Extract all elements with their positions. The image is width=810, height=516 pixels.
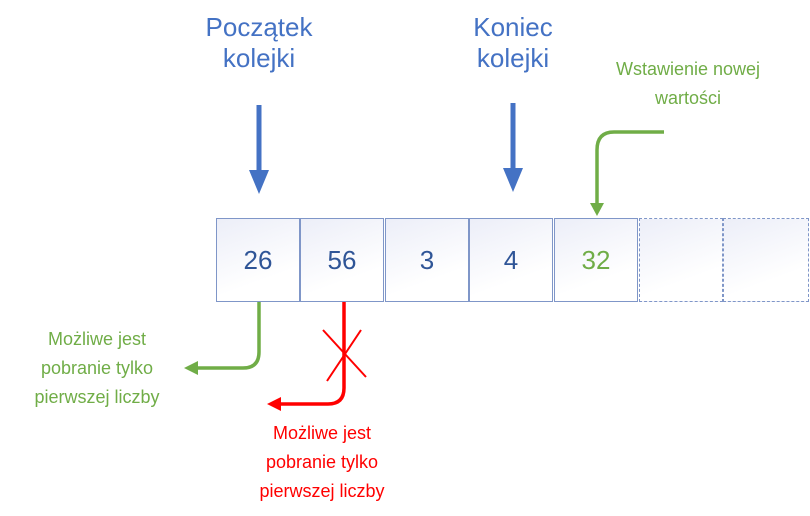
insert-label: Wstawienie nowej wartości bbox=[588, 55, 788, 113]
dequeue-ok-line: pierwszej liczby bbox=[34, 387, 160, 407]
queue-cell: 3 bbox=[385, 218, 469, 302]
head-arrow bbox=[249, 105, 269, 194]
cross-icon bbox=[322, 329, 367, 382]
queue-cell: 4 bbox=[469, 218, 553, 302]
dequeue-ok-line: pobranie tylko bbox=[40, 358, 154, 378]
dequeue-ok-label: Możliwe jest pobranie tylko pierwszej li… bbox=[7, 325, 187, 412]
dequeue-bad-line: Możliwe jest bbox=[272, 423, 372, 443]
tail-label-line: Koniec bbox=[473, 12, 553, 42]
queue-cell-new: 32 bbox=[554, 218, 638, 302]
head-label-line: kolejki bbox=[222, 43, 296, 74]
dequeue-ok-line: Możliwe jest bbox=[47, 329, 147, 349]
dequeue-bad-line: pobranie tylko bbox=[265, 452, 379, 472]
dequeue-bad-label: Możliwe jest pobranie tylko pierwszej li… bbox=[232, 419, 412, 506]
queue-cell: 56 bbox=[300, 218, 384, 302]
queue-cell-empty bbox=[723, 218, 809, 302]
tail-label: Koniec kolejki bbox=[433, 12, 593, 74]
insert-label-line: wartości bbox=[654, 88, 721, 108]
dequeue-bad-line: pierwszej liczby bbox=[259, 481, 385, 501]
head-label: Początek kolejki bbox=[179, 12, 339, 74]
dequeue-bad-arrow bbox=[267, 302, 346, 411]
tail-arrow bbox=[503, 103, 523, 192]
head-label-line: Początek bbox=[205, 12, 313, 42]
dequeue-ok-arrow bbox=[184, 302, 261, 375]
insert-label-line: Wstawienie nowej bbox=[615, 59, 761, 79]
queue-cell-empty bbox=[639, 218, 723, 302]
insert-arrow bbox=[590, 130, 664, 216]
tail-label-line: kolejki bbox=[476, 43, 550, 74]
queue-cell: 26 bbox=[216, 218, 300, 302]
